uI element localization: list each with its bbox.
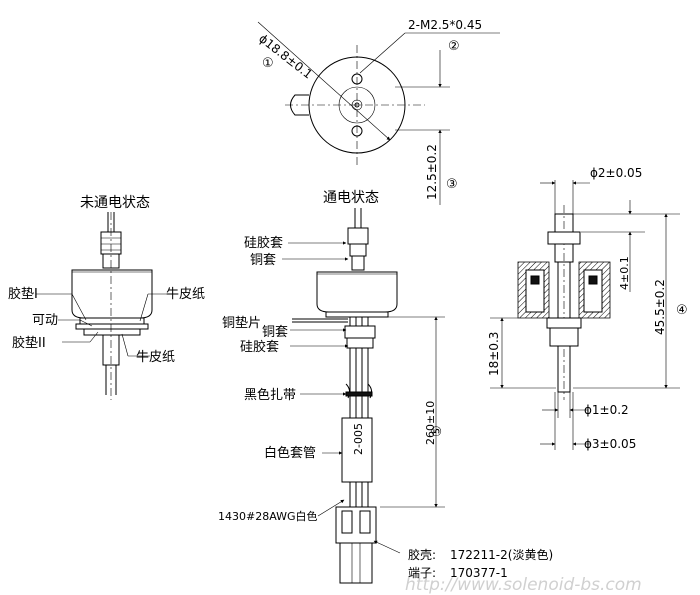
label-white-sleeve: 白色套管 <box>264 445 316 461</box>
callout-4: ④ <box>676 303 688 318</box>
left-view: 未通电状态 胶垫I 可动 胶垫II 牛皮纸 牛皮纸 <box>8 195 205 400</box>
label-copper-bottom: 铜套 <box>262 324 288 340</box>
dim-18-label: 18±0.3 <box>487 332 501 376</box>
label-silicone-top: 硅胶套 <box>244 235 283 251</box>
callout-1: ① <box>262 56 274 71</box>
dim-d2-label: ϕ2±0.05 <box>590 166 642 180</box>
label-pad1: 胶垫I <box>8 286 38 302</box>
label-pad2: 胶垫II <box>12 335 46 351</box>
left-view-title: 未通电状态 <box>80 195 150 211</box>
callout-5: ⑤ <box>430 425 445 437</box>
dim-length-label: 260±10 <box>424 401 437 445</box>
dim-thread-label: 2-M2.5*0.45 <box>408 18 482 32</box>
label-wire: 1430#28AWG白色 <box>218 509 318 523</box>
label-black-tie: 黑色扎带 <box>244 387 296 403</box>
label-kraft-bottom: 牛皮纸 <box>136 350 175 365</box>
watermark: http://www.solenoid-bs.com <box>405 575 642 595</box>
label-copper-top: 铜套 <box>250 252 276 268</box>
label-silicone-bottom: 硅胶套 <box>240 339 279 355</box>
right-view: ϕ2±0.05 4±0.1 45.5±0.2 ④ 18±0.3 ϕ1±0.2 ϕ… <box>487 166 688 451</box>
housing-value: 172211-2(淡黄色) <box>450 548 553 562</box>
sleeve-text: 2-005 <box>352 423 365 455</box>
label-kraft-top: 牛皮纸 <box>166 287 205 302</box>
center-view: 通电状态 2-005 2 <box>218 190 553 584</box>
dim-height-label: 12.5±0.2 <box>425 144 439 200</box>
terminal-value: 170377-1 <box>450 566 508 580</box>
dim-45-label: 45.5±0.2 <box>653 279 667 335</box>
center-view-title: 通电状态 <box>323 190 379 206</box>
label-movable: 可动 <box>32 313 58 328</box>
callout-2: ② <box>448 39 460 54</box>
dim-d3-label: ϕ3±0.05 <box>584 437 636 451</box>
top-view: ϕ18.8±0.1 ① 2-M2.5*0.45 ② 12.5±0.2 ③ <box>256 18 500 205</box>
dim-4-label: 4±0.1 <box>618 256 631 290</box>
housing-label: 胶壳: <box>408 547 436 562</box>
callout-3: ③ <box>446 177 458 192</box>
label-copper-plate: 铜垫片 <box>222 315 261 331</box>
terminal-label: 端子: <box>408 566 436 580</box>
dim-d1-label: ϕ1±0.2 <box>584 403 629 417</box>
